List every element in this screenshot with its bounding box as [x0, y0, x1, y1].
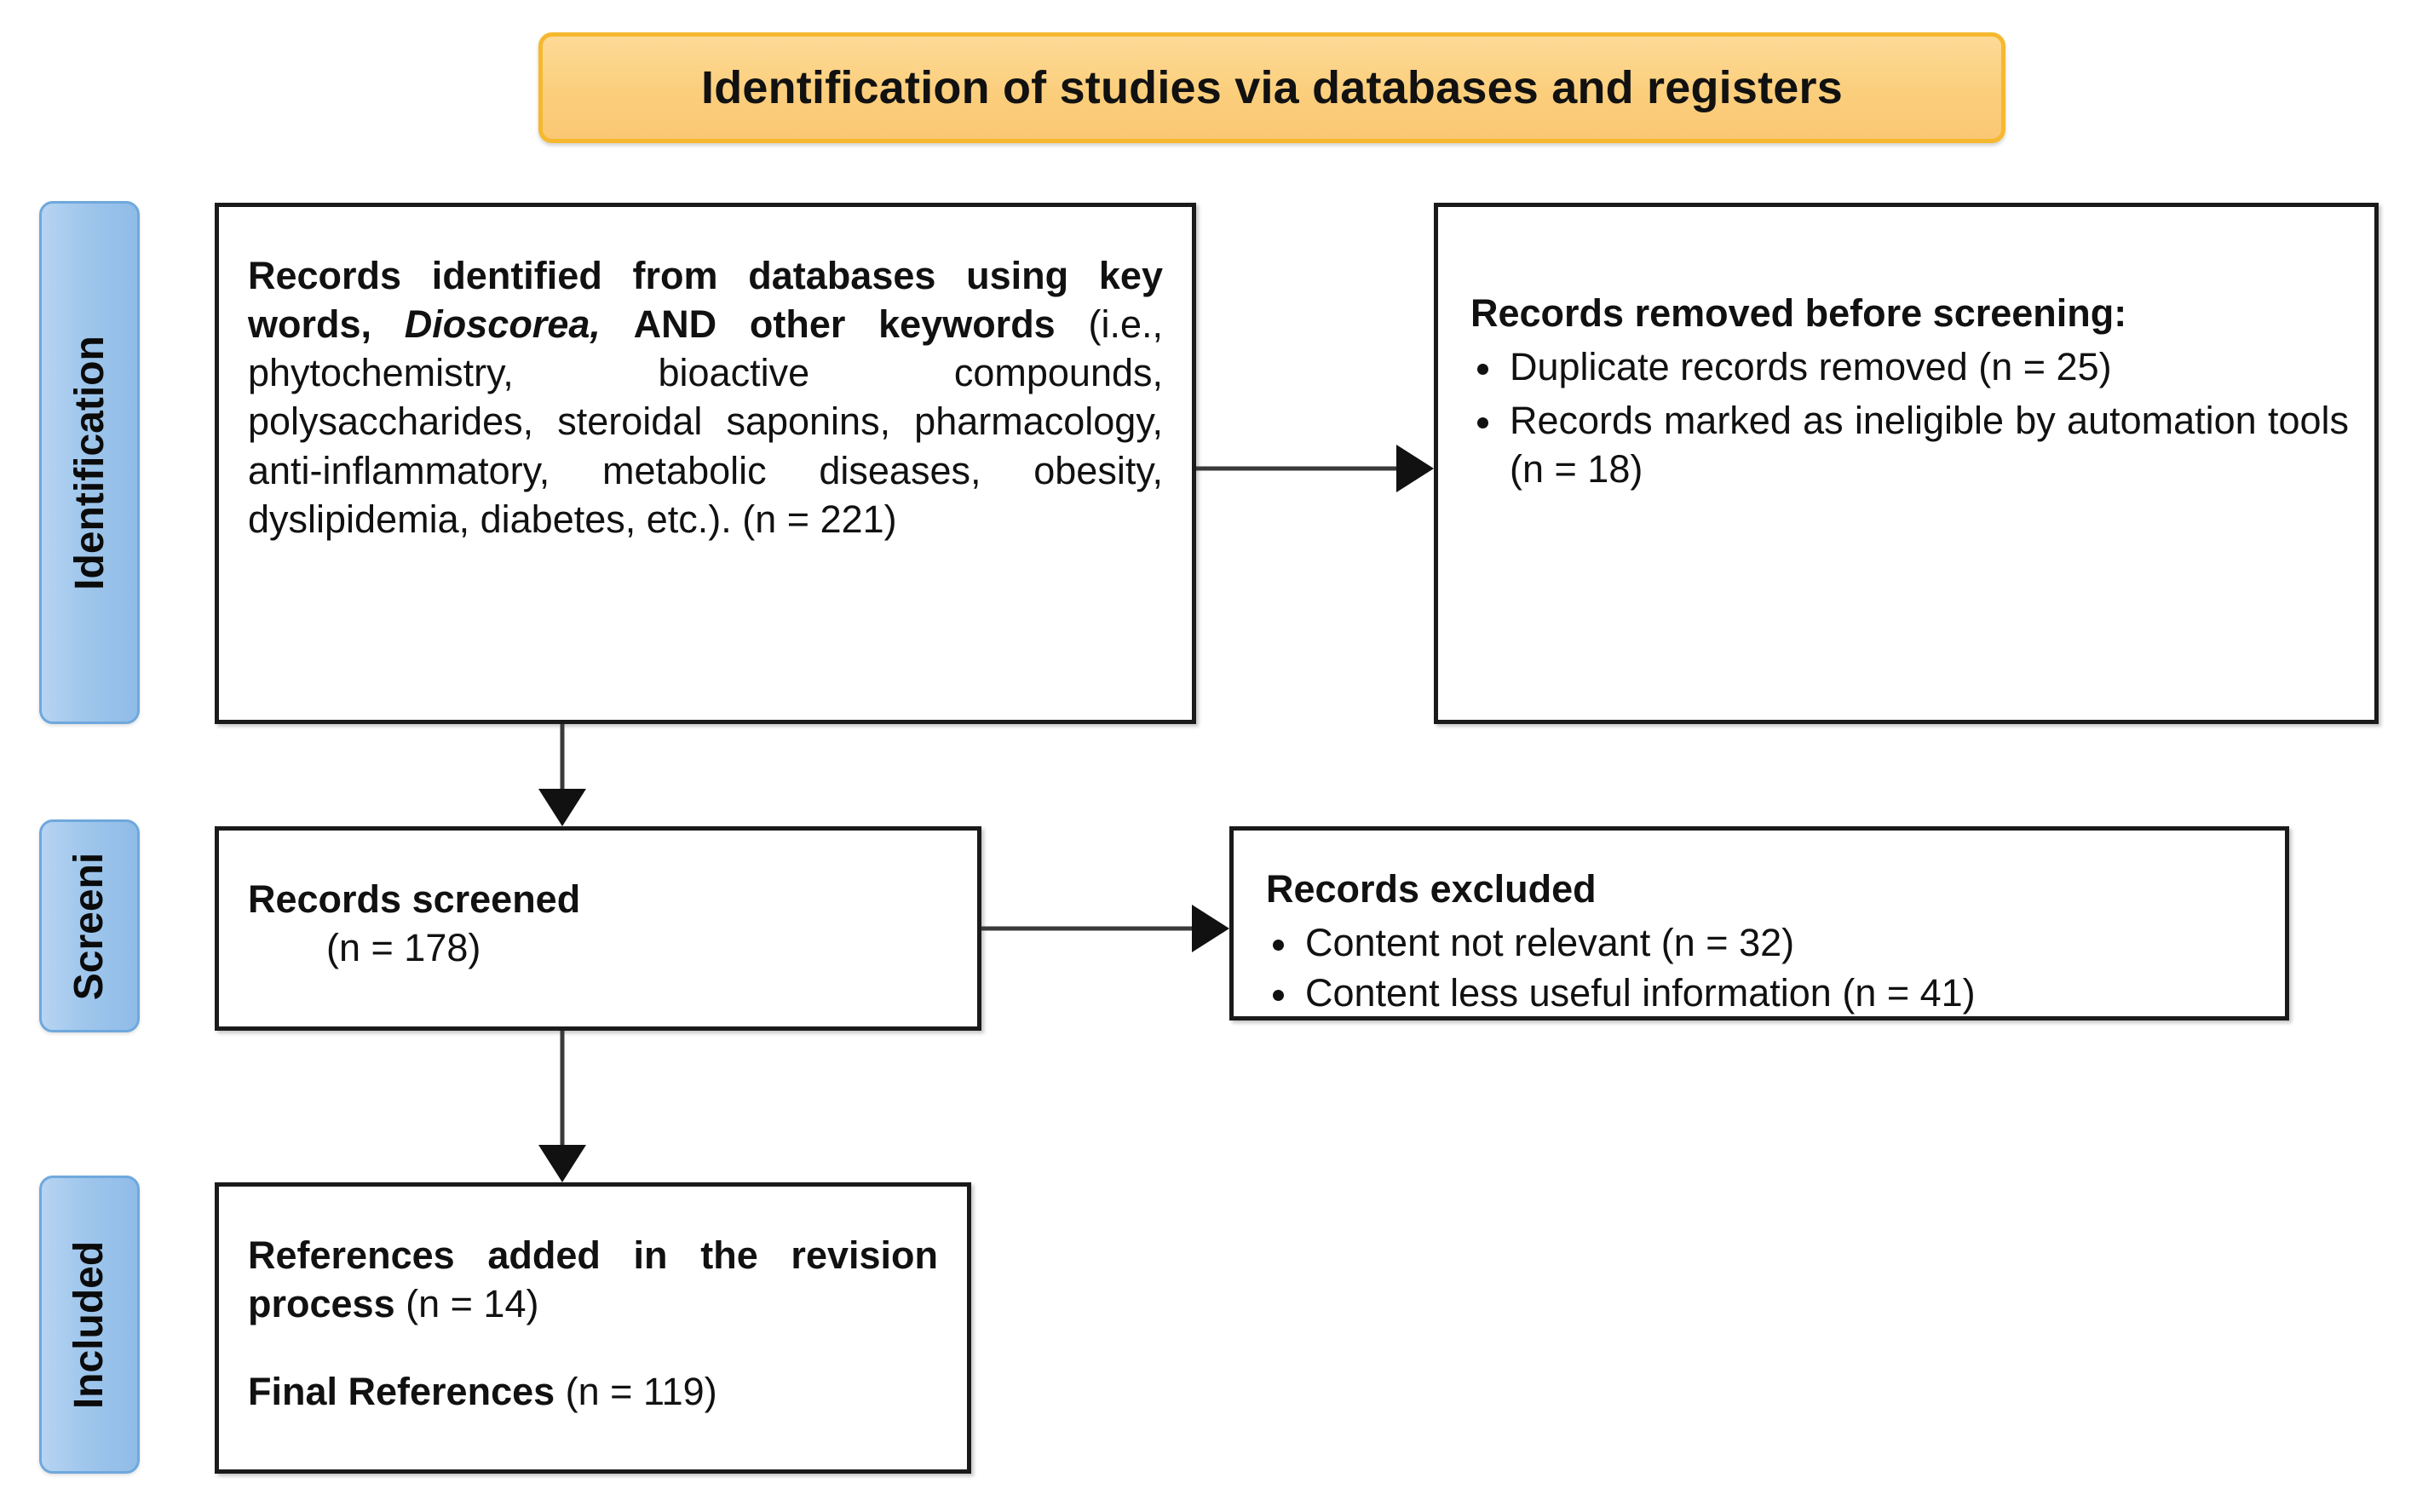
- records-screened-count: (n = 178): [326, 926, 481, 970]
- records-identified-body: (i.e., phytochemistry, bioactive compoun…: [248, 302, 1163, 541]
- stage-pill-screening: Screeni: [39, 819, 140, 1032]
- records-identified-italic-term: Dioscorea,: [404, 302, 601, 347]
- arrow-screened-to-excluded-icon: [981, 903, 1229, 954]
- arrow-head: [538, 1145, 586, 1182]
- list-item: Content less useful information (n = 41): [1266, 969, 2256, 1017]
- records-removed-list: Duplicate records removed (n = 25) Recor…: [1470, 342, 2349, 493]
- diagram-title: Identification of studies via databases …: [701, 62, 1843, 113]
- records-identified-bold-lead: Records identified from databases using …: [248, 254, 1163, 347]
- stage-label-included: Included: [66, 1240, 112, 1409]
- stage-label-screening: Screeni: [66, 852, 112, 1000]
- arrow-head: [1192, 905, 1229, 952]
- bullet-dot-icon: [1273, 940, 1284, 951]
- box-records-screened-content: Records screened (n = 178): [219, 831, 977, 994]
- arrow-screened-to-included-icon: [537, 1031, 588, 1182]
- list-item: Duplicate records removed (n = 25): [1470, 342, 2349, 391]
- records-identified-bold-tail: AND other keywords: [633, 302, 1056, 347]
- records-excluded-item-1: Content less useful information (n = 41): [1305, 971, 1976, 1015]
- arrow-identified-to-screened-icon: [537, 724, 588, 826]
- references-added-label: References added in the revision process: [248, 1233, 938, 1326]
- list-item: Content not relevant (n = 32): [1266, 918, 2256, 967]
- records-excluded-list: Content not relevant (n = 32) Content le…: [1266, 918, 2256, 1017]
- records-removed-item-0: Duplicate records removed (n = 25): [1510, 345, 2112, 389]
- box-records-removed-content: Records removed before screening: Duplic…: [1438, 207, 2374, 521]
- arrow-head: [538, 789, 586, 826]
- bullet-dot-icon: [1273, 990, 1284, 1002]
- box-records-excluded: Records excluded Content not relevant (n…: [1229, 826, 2289, 1020]
- bullet-dot-icon: [1477, 364, 1488, 376]
- box-records-identified: Records identified from databases using …: [215, 203, 1196, 724]
- arrow-head: [1396, 445, 1434, 492]
- records-excluded-item-0: Content not relevant (n = 32): [1305, 921, 1795, 965]
- stage-pill-included: Included: [39, 1176, 140, 1474]
- list-item: Records marked as ineligible by automati…: [1470, 396, 2349, 493]
- records-excluded-heading: Records excluded: [1266, 867, 1597, 911]
- references-added-count: (n = 14): [406, 1282, 539, 1326]
- final-references-count: (n = 119): [565, 1370, 717, 1414]
- bullet-dot-icon: [1477, 417, 1488, 429]
- final-references-label: Final References: [248, 1370, 555, 1414]
- records-screened-heading: Records screened: [248, 877, 581, 921]
- arrow-identified-to-removed-icon: [1196, 443, 1434, 494]
- arrow-shaft: [560, 724, 565, 792]
- box-references-included: References added in the revision process…: [215, 1182, 971, 1474]
- spacer: [248, 1328, 938, 1367]
- box-references-included-content: References added in the revision process…: [219, 1187, 967, 1438]
- arrow-shaft: [1196, 466, 1399, 471]
- arrow-shaft: [560, 1031, 565, 1148]
- box-records-identified-content: Records identified from databases using …: [219, 207, 1192, 566]
- diagram-header-banner: Identification of studies via databases …: [538, 32, 2005, 143]
- box-records-excluded-content: Records excluded Content not relevant (n…: [1234, 831, 2285, 1041]
- records-removed-heading: Records removed before screening:: [1470, 291, 2127, 335]
- arrow-shaft: [981, 926, 1194, 931]
- stage-label-identification: Identification: [66, 335, 112, 590]
- records-removed-item-1: Records marked as ineligible by automati…: [1510, 399, 2349, 492]
- box-records-removed: Records removed before screening: Duplic…: [1434, 203, 2379, 724]
- stage-pill-identification: Identification: [39, 201, 140, 724]
- box-records-screened: Records screened (n = 178): [215, 826, 981, 1031]
